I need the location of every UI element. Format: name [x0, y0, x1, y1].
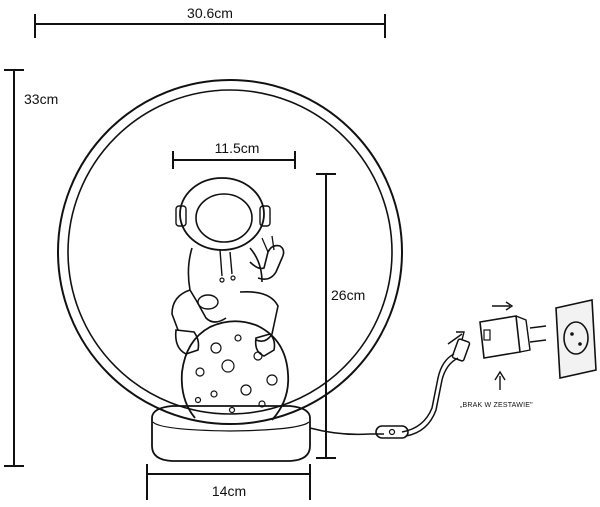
- power-adapter: [479, 315, 547, 359]
- lamp-base: [151, 405, 311, 462]
- dimension-figure-width: 11.5cm: [172, 140, 296, 169]
- arrow-plug-into-adapter-icon: [447, 331, 465, 345]
- power-cable: [309, 338, 471, 439]
- astronaut-figure: [171, 177, 285, 357]
- arrow-adapter-up-icon: [494, 370, 506, 390]
- dimension-total-width: 30.6cm: [34, 5, 386, 38]
- adapter-not-included-note: „BRAK W ZESTAWIE": [460, 402, 533, 409]
- figure-height-label: 26cm: [331, 287, 365, 303]
- inline-switch: [375, 425, 409, 439]
- total-height-label: 33cm: [24, 91, 58, 107]
- arrow-to-socket-icon: [492, 301, 514, 311]
- total-width-label: 30.6cm: [187, 5, 233, 21]
- dimension-total-height: 33cm: [4, 69, 58, 467]
- lamp-ring: [57, 79, 403, 425]
- dimension-base-width: 14cm: [146, 464, 311, 500]
- moon-sphere: [180, 320, 290, 421]
- base-width-label: 14cm: [212, 483, 246, 499]
- dimension-figure-height: 26cm: [316, 173, 365, 459]
- usb-plug: [451, 338, 471, 362]
- figure-width-label: 11.5cm: [215, 140, 260, 156]
- wall-socket: [555, 299, 597, 379]
